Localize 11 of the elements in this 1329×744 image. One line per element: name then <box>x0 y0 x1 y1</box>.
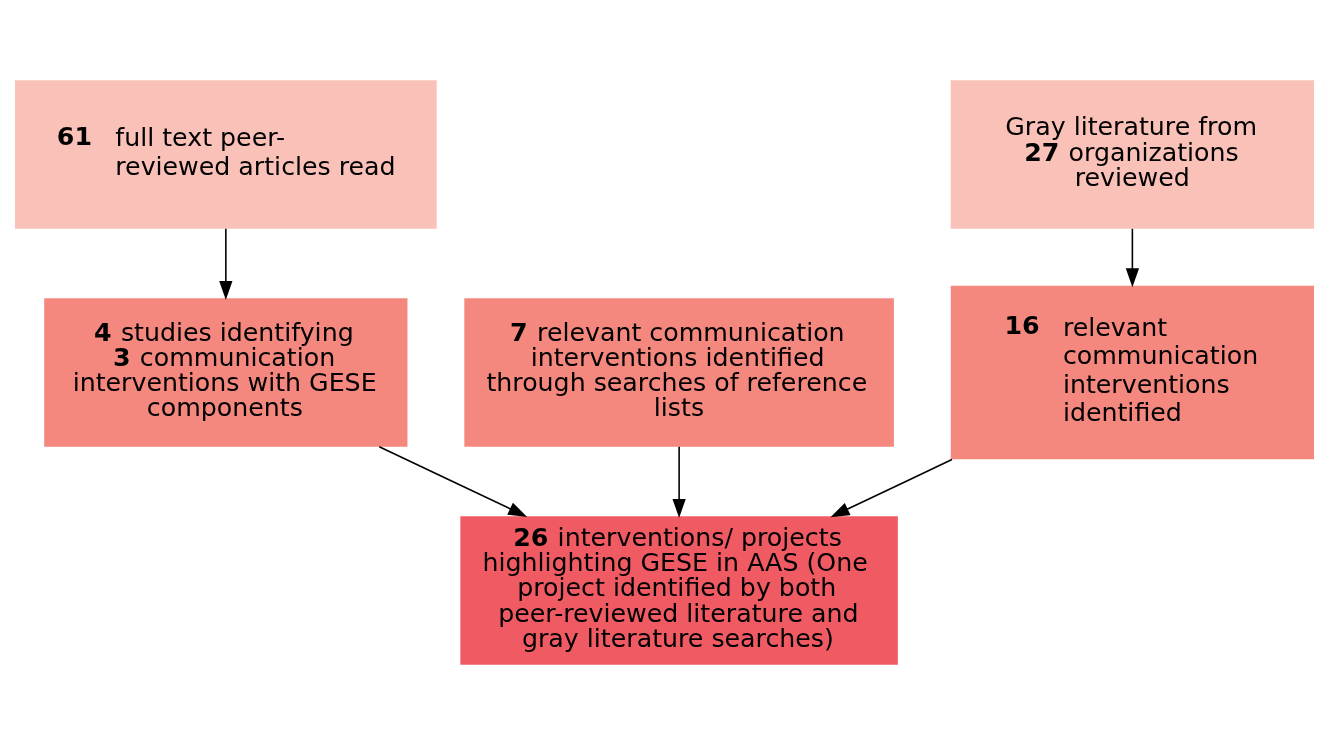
node-box: 16 relevant communication interventions identified <box>950 285 1314 459</box>
node-box: 4 studies identifying 3 communication interventions with GESE components <box>44 297 408 447</box>
arrow <box>830 458 953 517</box>
arrow <box>378 445 528 517</box>
node-box: 61 full text peer-reviewed articles read <box>15 79 437 229</box>
node-box: 26 interventions/ projects highlighting GESE in AAS (One project identified by both peer-reviewed literature and gray literature searches) <box>460 515 898 665</box>
node-box: Gray literature from 27 organizations reviewed <box>950 79 1314 229</box>
arrow <box>672 445 686 518</box>
arrow <box>1125 227 1140 287</box>
arrow <box>219 227 233 300</box>
node-box: 7 relevant communication interventions identified through searches of reference lists <box>464 297 894 447</box>
